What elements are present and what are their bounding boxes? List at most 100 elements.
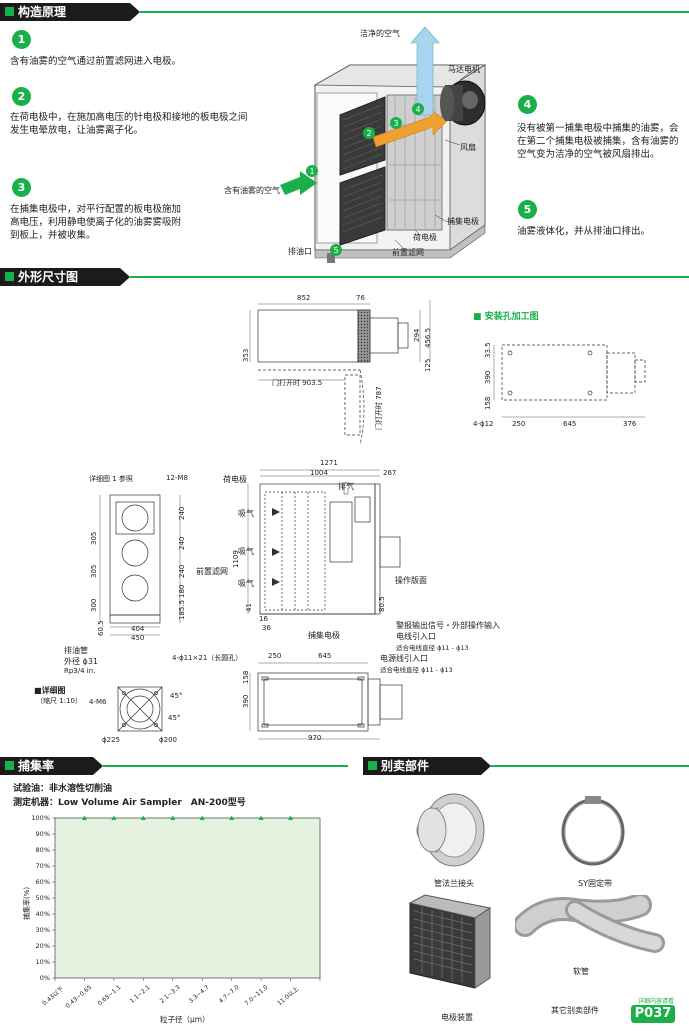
step-text-5: 油雾液体化，并从排油口排出。 [517, 226, 651, 237]
label-intake-2: 吸气 [238, 547, 254, 556]
label-clean-air: 洁净的空气 [360, 29, 400, 38]
section-header-efficiency: 捕集率 [0, 757, 103, 775]
accessory-others: 其它别卖部件 [551, 1006, 599, 1015]
label-charge-electrode: 荷电极 [413, 233, 437, 242]
y-tick-label: 10% [35, 958, 50, 966]
dim-353: 353 [242, 348, 250, 362]
dim-41: 41 [245, 603, 253, 612]
reference-note: 详细内容请看 [638, 998, 675, 1005]
label-signal: 警报输出信号・外部操作输入 [396, 621, 500, 630]
y-tick-label: 20% [35, 942, 50, 950]
chart-xlabel: 粒子径（μm） [160, 1015, 210, 1024]
label-drain: 排油口 [288, 247, 312, 256]
dim-185: 185.5 [178, 599, 186, 620]
bottom-645: 645 [318, 652, 332, 660]
data-point [81, 815, 87, 820]
label-exhaust: 排气 [338, 482, 354, 491]
section-header-accessories: 别卖部件 [363, 757, 491, 775]
svg-text:4: 4 [415, 105, 420, 114]
svg-text:2: 2 [366, 129, 371, 138]
accessory-band: SY固定带 [578, 879, 612, 888]
svg-text:3: 3 [393, 119, 398, 128]
hose-image [515, 895, 665, 953]
label-signal-2: 电线引入口 [396, 632, 436, 641]
section-rule [130, 276, 689, 278]
detail-angle-a: 45° [170, 692, 183, 700]
dim-852: 852 [297, 294, 311, 302]
section-title: 外形尺寸图 [18, 270, 79, 284]
dim-450: 450 [131, 634, 145, 642]
y-tick-label: 40% [35, 910, 50, 918]
dim-240b: 240 [178, 536, 186, 550]
label-collect-electrode-front: 捕集电极 [308, 631, 340, 640]
data-point [199, 815, 205, 820]
section-rule [140, 11, 689, 13]
data-point [229, 815, 235, 820]
label-power-size: 适合电线直径 ϕ11 - ϕ13 [380, 666, 453, 674]
dim-detail-ref: 详细图 1 参照 [89, 475, 133, 483]
label-signal-size: 适合电线直径 ϕ11 - ϕ13 [396, 644, 469, 652]
y-tick-label: 90% [35, 830, 50, 838]
section-tail [93, 757, 103, 775]
step-text-2: 在荷电极中，在施加高电压的针电极和接地的板电极之间发生电晕放电，让油雾离子化。 [10, 112, 248, 136]
front-view-drawing [247, 469, 401, 615]
dim-180: 180 [178, 584, 186, 598]
y-tick-label: 50% [35, 894, 50, 902]
dim-36: 36 [262, 624, 271, 632]
dim-240a: 240 [178, 506, 186, 520]
detail-d225: ϕ225 [102, 736, 120, 744]
svg-text:1: 1 [309, 167, 314, 176]
section-header-principle: 构造原理 [0, 3, 140, 21]
flange-image [416, 793, 485, 867]
label-oily-air: 含有油雾的空气 [224, 186, 280, 195]
efficiency-chart: 捕集率(%) 粒子径（μm） 0%10%20%30%40%50%60%70%80… [0, 808, 340, 1031]
dim-305a: 305 [90, 531, 98, 545]
dim-16: 16 [259, 615, 268, 623]
label-panel: 操作版面 [395, 576, 427, 585]
detail-title: ■详细图 [34, 686, 66, 695]
section-tail [120, 268, 130, 286]
bottom-view-drawing [249, 662, 403, 740]
label-pre-filter: 前置滤网 [392, 248, 424, 257]
bottom-250: 250 [268, 652, 282, 660]
data-point [111, 815, 117, 820]
label-collect-electrode: 捕集电极 [447, 217, 479, 226]
mount-hole-drawing [493, 344, 646, 418]
dim-1004: 1004 [310, 469, 328, 477]
step-badge-5: 5 [518, 200, 537, 219]
section-title: 别卖部件 [381, 759, 430, 773]
dim-33: 33.5 [484, 342, 492, 358]
step-badge-1: 1 [12, 30, 31, 49]
step-badge-4: 4 [518, 95, 537, 114]
drain-od-label: 外径 ϕ31 [64, 657, 98, 666]
plot-area [54, 817, 321, 979]
step-badge-2: 2 [12, 87, 31, 106]
band-image [561, 796, 625, 866]
y-tick-label: 30% [35, 926, 50, 934]
data-point [140, 815, 146, 820]
dim-645: 645 [563, 420, 577, 428]
label-power: 电源线引入口 [380, 654, 428, 663]
section-marker [5, 272, 14, 281]
dim-holes: 4-ϕ12 [473, 420, 494, 428]
section-tail [481, 757, 491, 775]
label-motor: 马达电机 [448, 65, 480, 74]
svg-text:5: 5 [333, 246, 338, 255]
section-marker [5, 761, 14, 770]
chart-svg [52, 815, 321, 981]
label-charge-electrode-front: 荷电极 [223, 475, 247, 484]
accessory-hose: 软管 [573, 967, 589, 976]
dim-376: 376 [623, 420, 637, 428]
dim-door-v: 门打开时 787 [375, 386, 383, 430]
drain-thread-label: Rp3/4 in. [64, 667, 96, 675]
dim-158: 158 [484, 396, 492, 410]
label-intake-3: 吸气 [238, 579, 254, 588]
detail-bolts: 4-M6 [89, 698, 107, 706]
bottom-holes: 4-ϕ11×21（长圆孔） [172, 654, 243, 662]
section-tail [130, 3, 140, 21]
y-tick-label: 80% [35, 846, 50, 854]
dim-305b: 305 [90, 564, 98, 578]
reference-page-link[interactable]: P037 [631, 1005, 675, 1023]
section-rule [491, 765, 689, 767]
y-tick-label: 60% [35, 878, 50, 886]
